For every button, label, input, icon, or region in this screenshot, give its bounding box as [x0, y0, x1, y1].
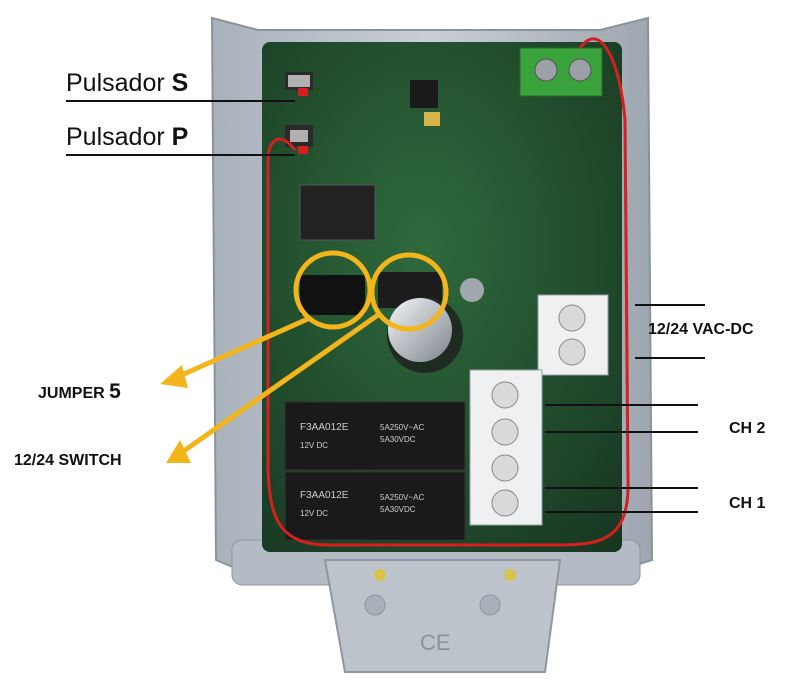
svg-text:5A30VDC: 5A30VDC [380, 435, 416, 444]
capacitor [387, 297, 463, 373]
relay-label: F3AA012E [300, 422, 349, 433]
svg-text:5A30VDC: 5A30VDC [380, 505, 416, 514]
svg-text:5A250V~AC: 5A250V~AC [380, 423, 424, 432]
antenna-terminal [519, 47, 603, 97]
switch-arrow-line [176, 312, 380, 458]
switch-highlight-circle [369, 252, 449, 332]
switch-label: 12/24 SWITCH [14, 452, 122, 469]
leader-lines [66, 100, 705, 513]
svg-text:12V DC: 12V DC [300, 441, 328, 450]
switch-arrow-head [166, 440, 191, 463]
ce-mark: CE [420, 630, 451, 655]
svg-text:5A250V~AC: 5A250V~AC [380, 493, 424, 502]
svg-text:12V DC: 12V DC [300, 509, 328, 518]
relay-ch2: F3AA012E 12V DC 5A250V~AC 5A30VDC [284, 401, 466, 471]
svg-text:F3AA012E: F3AA012E [300, 490, 349, 501]
antenna-wire [266, 37, 630, 547]
pulsador-s-label: Pulsador S [66, 69, 189, 97]
ch2-label: CH 2 [729, 420, 766, 437]
pulsador-p-label: Pulsador P [66, 123, 189, 151]
vac-dc-label: 12/24 VAC-DC [648, 321, 754, 338]
output-terminal-block [469, 369, 543, 526]
power-terminal-block [537, 294, 609, 376]
relay-ch1: F3AA012E 12V DC 5A250V~AC 5A30VDC [284, 471, 466, 541]
ch1-label: CH 1 [729, 495, 766, 512]
jumper-arrow-line [173, 315, 312, 381]
jumper-label: JUMPER 5 [38, 380, 121, 403]
jumper-arrow-head [160, 365, 188, 388]
annotation-marks [173, 250, 449, 458]
arrow-heads [160, 365, 191, 463]
